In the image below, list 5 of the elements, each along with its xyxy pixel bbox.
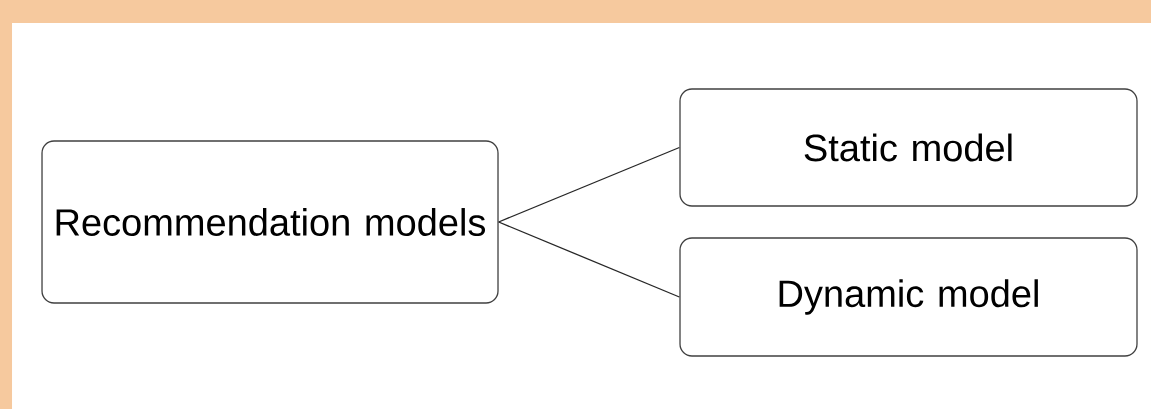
process-box: Dynamic model — [679, 237, 1138, 357]
connector-line — [498, 146, 680, 223]
process-box: Recommendation models — [41, 140, 499, 304]
process-box: Static model — [679, 88, 1138, 207]
connector-line — [498, 221, 680, 298]
